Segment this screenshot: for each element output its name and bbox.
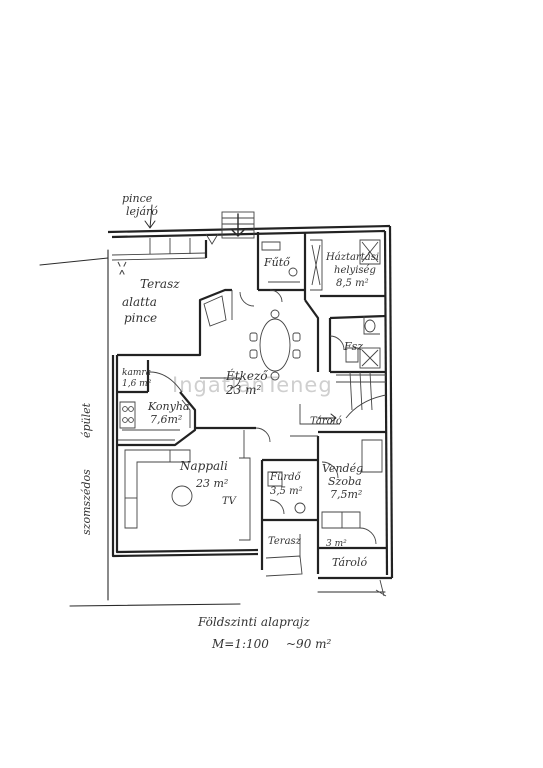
bathroom-fsz	[328, 314, 387, 374]
label-epulet: épület	[80, 402, 93, 438]
room-labels: pince lejáró Terasz alatta pince Fűtő Há…	[80, 192, 379, 569]
label-konyha: Konyha	[147, 400, 190, 413]
bathroom-furdo	[260, 435, 320, 570]
label-konyha-area: 7,6m²	[150, 413, 182, 426]
label-nappali-area: 23 m²	[195, 477, 228, 490]
label-alatta-pince: pince	[124, 311, 157, 325]
basement-arrow	[144, 204, 156, 229]
label-tarolo: Tároló	[332, 556, 367, 569]
label-furdo: Fürdő	[269, 472, 302, 483]
watermark: IngatlanTeneg	[172, 373, 333, 397]
label-szomszedos: szomszédos	[80, 469, 93, 535]
label-terasz-bottom: Terasz	[268, 536, 302, 547]
label-vendeg-area: 7,5m²	[330, 488, 362, 501]
living-room	[124, 427, 271, 541]
label-futo: Fűtő	[263, 256, 291, 269]
label-terasz-top: Terasz	[140, 277, 180, 291]
outer-walls	[107, 224, 394, 580]
label-haztartasi: Háztartási	[325, 252, 379, 263]
label-helyiseg: helyiség	[334, 265, 376, 276]
label-pince: pince	[122, 192, 153, 205]
neighbour-boundary	[39, 249, 386, 607]
label-fsz: Fsz	[343, 340, 363, 353]
plan-caption: Földszinti alaprajz M=1:100 ~90 m²	[197, 615, 332, 651]
dining-area	[190, 288, 320, 430]
label-kamra-area: 1,6 m²	[122, 379, 152, 389]
label-tv: TV	[222, 496, 238, 507]
label-lejaro: lejáró	[126, 205, 158, 218]
caption-scale: M=1:100	[211, 637, 269, 651]
label-tarolo-area: 3 m²	[326, 539, 347, 549]
main-staircase	[299, 371, 387, 425]
kitchen	[117, 360, 197, 447]
terrace-top	[111, 238, 208, 279]
basement-stairs	[205, 211, 255, 245]
label-etkezo-area: 23 m²	[225, 383, 261, 397]
label-etkezo: Étkező	[225, 368, 268, 383]
bottom-terrace-storage	[265, 527, 387, 597]
label-tarolo-small: Tároló	[310, 416, 342, 427]
label-haztartasi-area: 8,5 m²	[336, 278, 369, 289]
label-alatta: alatta	[122, 295, 157, 309]
label-szoba: Szoba	[328, 475, 362, 488]
label-vendeg: Vendég	[322, 462, 363, 475]
label-furdo-area: 3,5 m²	[270, 486, 303, 497]
label-nappali: Nappali	[179, 459, 228, 473]
label-kamra: kamra	[122, 368, 151, 378]
utility-block	[256, 232, 386, 303]
caption-total: ~90 m²	[286, 637, 332, 651]
caption-title: Földszinti alaprajz	[197, 615, 310, 629]
